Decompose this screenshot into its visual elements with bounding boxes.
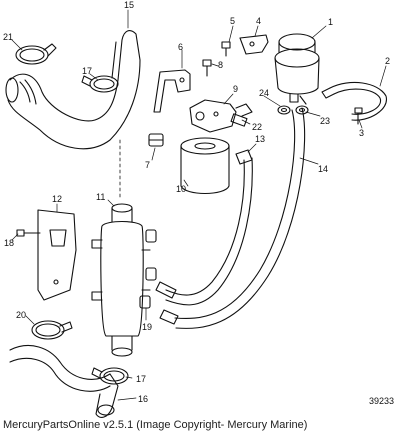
- callout-6: 6: [178, 42, 183, 52]
- callout-1: 1: [328, 17, 333, 27]
- callout-12: 12: [52, 194, 62, 204]
- callout-19: 19: [142, 322, 152, 332]
- callout-13: 13: [255, 134, 265, 144]
- bracket-4: [239, 34, 269, 55]
- callout-3: 3: [359, 128, 364, 138]
- filter-adapter-9: [189, 99, 253, 133]
- fitting-22: [230, 113, 248, 127]
- plug-7: [148, 133, 164, 147]
- leader-lines: [11, 9, 387, 401]
- callout-22: 22: [252, 122, 262, 132]
- bolt-5: [221, 41, 231, 57]
- mounting-strap-2: [321, 81, 387, 121]
- bracket-6: [153, 69, 191, 113]
- callout-5: 5: [230, 16, 235, 26]
- callout-11: 11: [96, 192, 105, 202]
- callout-24: 24: [259, 88, 269, 98]
- callout-2: 2: [385, 56, 390, 66]
- bolt-18: [16, 229, 41, 237]
- hose-clamp-21: [15, 43, 57, 65]
- upper-hose: [5, 30, 141, 150]
- copyright-caption: MercuryPartsOnline v2.5.1 (Image Copyrig…: [3, 419, 308, 431]
- oil-cooler-11: [91, 203, 151, 357]
- callout-20: 20: [16, 310, 26, 320]
- callout-15: 15: [124, 0, 134, 10]
- callout-21: 21: [3, 32, 13, 42]
- hose-clamp-20: [31, 320, 73, 340]
- hose-clamp-17-bottom: [91, 367, 129, 385]
- callout-7: 7: [145, 160, 150, 170]
- callout-16: 16: [138, 394, 148, 404]
- diagram-number: 39233: [368, 396, 394, 406]
- callout-23: 23: [320, 116, 330, 126]
- callout-4: 4: [256, 16, 261, 26]
- callout-17-bottom: 17: [136, 374, 146, 384]
- hose-clamp-17-top: [81, 75, 119, 93]
- callout-18: 18: [4, 238, 14, 248]
- bracket-12: [37, 209, 77, 301]
- hose-13-line: [165, 157, 253, 306]
- bolt-8: [202, 59, 212, 77]
- washer-24: [277, 105, 291, 115]
- oil-filter-10: [180, 137, 230, 195]
- callout-9: 9: [233, 84, 238, 94]
- fluid-reservoir-1: [274, 33, 320, 105]
- callout-10: 10: [176, 184, 186, 194]
- bolt-3: [354, 107, 363, 125]
- callout-8: 8: [218, 60, 223, 70]
- callout-14: 14: [318, 164, 328, 174]
- callout-17-top: 17: [82, 66, 92, 76]
- lower-hose-16: [9, 345, 119, 418]
- caps-19: [139, 229, 179, 325]
- hose-14: [174, 107, 306, 329]
